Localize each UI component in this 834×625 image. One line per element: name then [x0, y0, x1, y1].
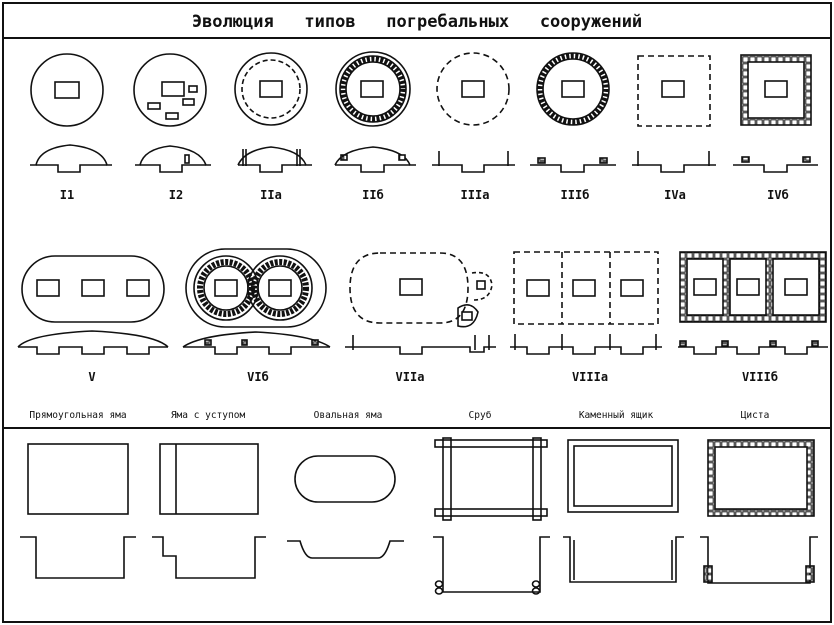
label-VIIIa: VIIIа — [572, 370, 608, 384]
plan-log-frame — [434, 437, 548, 521]
section-I1 — [30, 144, 112, 173]
row2-labels: V VIб VIIа VIIIа VIIIб — [88, 370, 778, 384]
section-IVa — [632, 151, 716, 173]
plan-VIIa — [349, 252, 493, 328]
row1-labels: I1 I2 IIа IIб IIIа IIIб IVа IVб — [60, 188, 789, 202]
label-VIIa: VIIа — [396, 370, 425, 384]
label-I2: I2 — [169, 188, 183, 202]
section-IIa — [237, 146, 312, 173]
plan-IVb — [740, 54, 812, 126]
section-stone-box — [563, 536, 684, 583]
plan-pit-with-ledge — [159, 443, 259, 515]
plan-I2 — [133, 53, 207, 127]
row3-labels: Прямоугольная яма Яма с уступом Овальная… — [29, 410, 769, 421]
plan-rectangular-pit — [27, 443, 129, 515]
plan-IIIa — [436, 52, 510, 126]
plan-cist — [707, 439, 815, 517]
plan-I1 — [30, 53, 104, 127]
label-log-frame: Сруб — [469, 410, 492, 421]
label-VIb: VIб — [247, 370, 269, 384]
section-I2 — [135, 145, 211, 173]
label-VIIIb: VIIIб — [742, 370, 778, 384]
label-IIb: IIб — [362, 188, 384, 202]
label-rectangular-pit: Прямоугольная яма — [29, 410, 126, 421]
label-I1: I1 — [60, 188, 74, 202]
section-rectangular-pit — [20, 536, 136, 579]
plan-oval-pit — [294, 455, 396, 503]
plan-IIb — [335, 51, 411, 127]
plan-IIIb — [536, 52, 610, 126]
section-log-frame — [433, 536, 550, 595]
section-IVb — [733, 156, 818, 173]
label-oval-pit: Овальная яма — [314, 410, 383, 421]
plan-VIIIb — [679, 251, 827, 323]
section-VIb — [182, 331, 331, 355]
label-IVb: IVб — [767, 188, 789, 202]
plan-IIa — [234, 52, 308, 126]
section-IIIa — [432, 151, 515, 173]
plan-VIIIa — [513, 251, 659, 325]
section-VIIIb — [678, 340, 828, 355]
section-pit-with-ledge — [152, 536, 266, 579]
plan-VIb — [185, 248, 327, 328]
plan-IVa — [637, 55, 711, 127]
label-stone-box: Каменный ящик — [579, 410, 654, 421]
label-IIIa: IIIа — [461, 188, 490, 202]
plan-stone-box — [567, 439, 679, 513]
section-IIb — [334, 146, 416, 173]
label-pit-with-ledge: Яма с уступом — [171, 410, 246, 421]
section-IIIb — [530, 157, 616, 173]
section-oval-pit — [287, 540, 404, 559]
label-IVa: IVа — [664, 188, 686, 202]
section-cist — [700, 536, 818, 584]
label-V: V — [88, 370, 95, 384]
diagram-title: Эволюция типов погребальных сооружений — [192, 12, 642, 32]
label-cist: Циста — [741, 410, 770, 421]
plan-V — [21, 255, 165, 323]
label-IIa: IIа — [260, 188, 282, 202]
section-VIIa — [345, 335, 496, 355]
label-IIIb: IIIб — [561, 188, 590, 202]
section-V — [17, 330, 169, 355]
section-VIIIa — [510, 334, 662, 355]
